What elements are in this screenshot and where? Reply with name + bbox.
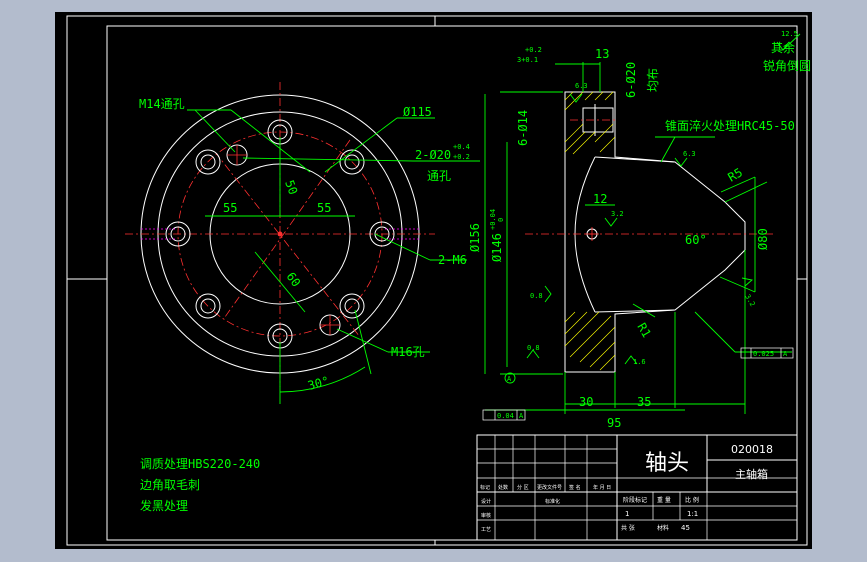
std-label: 标准化 bbox=[545, 498, 560, 505]
stage-value: 1 bbox=[625, 510, 629, 518]
dim-95: 95 bbox=[607, 416, 621, 430]
dim-55-left: 55 bbox=[223, 201, 237, 215]
dim-30: 30 bbox=[579, 395, 593, 409]
bolt-hole-pattern bbox=[165, 119, 395, 349]
scale-value: 1:1 bbox=[687, 510, 698, 518]
corner-note-line2: 锐角倒圆 bbox=[763, 59, 811, 73]
drawing-number: 020018 bbox=[731, 443, 773, 456]
tech-note: 边角取毛刺 bbox=[140, 478, 200, 492]
dim-d146: Ø146 bbox=[490, 233, 504, 262]
drawing-canvas: M14通孔 Ø115 2-Ø20 +0.4 +0.2 通孔 50 55 55 6… bbox=[66, 15, 811, 546]
row-label-process: 工艺 bbox=[481, 527, 491, 533]
row-label-review: 审核 bbox=[481, 512, 491, 519]
technical-notes: 调质处理HBS220-240 边角取毛刺 发黑处理 bbox=[140, 457, 260, 513]
corner-rough: 12.5 bbox=[781, 30, 798, 38]
dim-30deg: 30° bbox=[306, 374, 331, 393]
title-block: 轴头 020018 主轴箱 标记 处数 分 区 更改文件号 签 名 年 月 日 … bbox=[476, 434, 798, 541]
runout-frame bbox=[740, 347, 794, 359]
header-label: 分 区 bbox=[517, 484, 529, 491]
callout-m16: M16孔 bbox=[391, 345, 425, 359]
datum-letter: A bbox=[507, 375, 512, 383]
dim-13: 13 bbox=[595, 47, 609, 61]
dim-r5: R5 bbox=[726, 165, 746, 184]
cad-viewport[interactable]: M14通孔 Ø115 2-Ø20 +0.4 +0.2 通孔 50 55 55 6… bbox=[55, 12, 812, 549]
dim-3-lower: 3+0.1 bbox=[517, 56, 538, 64]
flatness-frame bbox=[482, 409, 526, 421]
tech-note: 发黑处理 bbox=[140, 498, 188, 513]
rough-f: 1.6 bbox=[633, 358, 646, 366]
tol-d146-lower: 0 bbox=[497, 218, 505, 222]
dim-d115: Ø115 bbox=[403, 105, 432, 119]
dim-d80: Ø80 bbox=[756, 228, 770, 250]
front-view: M14通孔 Ø115 2-Ø20 +0.4 +0.2 通孔 50 55 55 6… bbox=[125, 82, 480, 404]
rough-d: 0.8 bbox=[530, 292, 543, 300]
tol-runout: 0.025 bbox=[753, 350, 774, 358]
dim-6d20: 6-Ø20 bbox=[624, 62, 638, 98]
callout-2m6: 2-M6 bbox=[438, 253, 467, 267]
dim-35: 35 bbox=[637, 395, 651, 409]
section-view: +0.2 3+0.1 13 6-Ø20 均布 6-Ø14 锥面淬火处理HRC45… bbox=[468, 46, 795, 430]
tol-flatness: 0.04 bbox=[497, 412, 514, 420]
dim-55-right: 55 bbox=[317, 201, 331, 215]
material-label: 材料 bbox=[657, 524, 669, 532]
row-label-design: 设计 bbox=[481, 498, 491, 505]
rough-e: 0.8 bbox=[527, 344, 540, 352]
header-label: 签 名 bbox=[569, 484, 581, 491]
inner-frame bbox=[106, 25, 798, 541]
datum-circle bbox=[504, 372, 516, 384]
tol-d146-upper: +0.04 bbox=[489, 209, 497, 230]
datum-ref: A bbox=[519, 412, 524, 420]
part-name: 轴头 bbox=[645, 451, 689, 476]
header-label: 标记 bbox=[480, 484, 490, 491]
header-label: 处数 bbox=[498, 484, 508, 491]
drawing-border bbox=[66, 15, 808, 546]
datum-ref-runout: A bbox=[783, 350, 788, 358]
rough-a: 6.3 bbox=[575, 82, 588, 90]
header-label: 更改文件号 bbox=[537, 484, 562, 491]
outer-frame bbox=[66, 15, 808, 546]
dim-6d14: 6-Ø14 bbox=[516, 110, 530, 146]
tech-note: 调质处理HBS220-240 bbox=[140, 457, 260, 471]
dim-50: 50 bbox=[282, 178, 300, 196]
header-label: 年 月 日 bbox=[593, 484, 611, 491]
section-hatching bbox=[564, 91, 616, 371]
dim-60deg: 60° bbox=[685, 233, 707, 247]
scale-label: 比 例 bbox=[685, 496, 699, 504]
dim-3-upper: +0.2 bbox=[525, 46, 542, 54]
dim-2d20: 2-Ø20 bbox=[415, 148, 451, 162]
sheet-label: 共 张 bbox=[621, 524, 635, 532]
label-through: 通孔 bbox=[427, 169, 451, 183]
dim-60: 60 bbox=[284, 270, 304, 290]
rough-c: 3.2 bbox=[611, 210, 624, 218]
dim-12: 12 bbox=[593, 192, 607, 206]
tol-2d20-lower: +0.2 bbox=[453, 153, 470, 161]
material-value: 45 bbox=[681, 524, 690, 532]
callout-m14: M14通孔 bbox=[139, 97, 185, 111]
stage-label: 阶段标记 bbox=[623, 496, 647, 504]
rough-b: 6.3 bbox=[683, 150, 696, 158]
note-quench: 锥面淬火处理HRC45-50 bbox=[665, 118, 795, 133]
tol-2d20-upper: +0.4 bbox=[453, 143, 470, 151]
weight-label: 重 量 bbox=[657, 496, 671, 504]
label-evenly: 均布 bbox=[646, 68, 660, 92]
dim-d156: Ø156 bbox=[468, 223, 482, 252]
assembly-name: 主轴箱 bbox=[735, 467, 768, 481]
dim-r1: R1 bbox=[634, 321, 653, 341]
corner-note: 其余 锐角倒圆 12.5 bbox=[763, 30, 811, 73]
corner-note-line1: 其余 bbox=[771, 40, 795, 55]
